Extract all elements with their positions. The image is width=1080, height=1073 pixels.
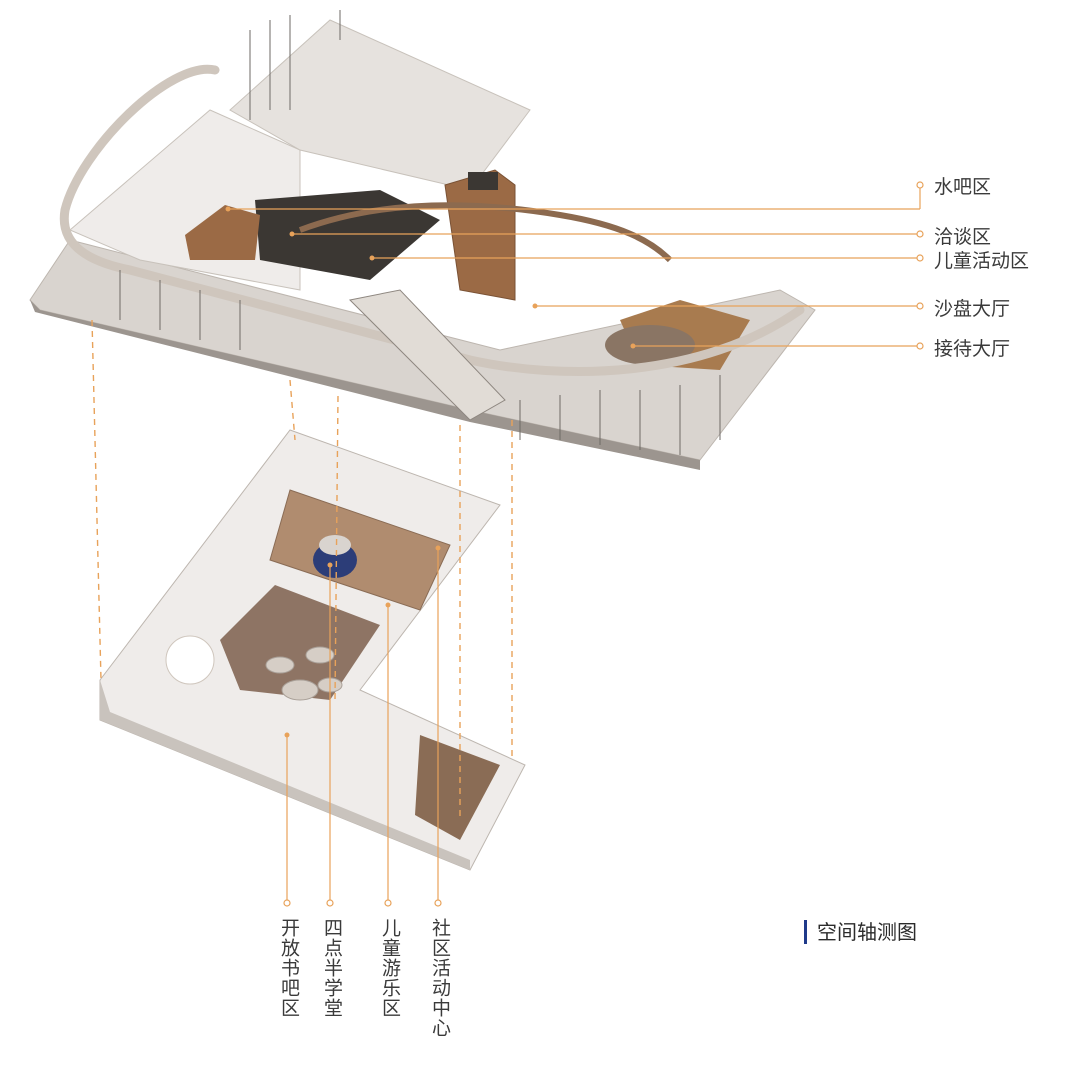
label-community-center: 社区活动中心 xyxy=(429,918,451,1038)
pipe-railing xyxy=(59,64,805,376)
leader-endpoints-lower xyxy=(284,545,441,738)
leaders-lower xyxy=(286,548,439,900)
tower-top xyxy=(468,172,498,190)
projection-lines xyxy=(91,319,513,820)
diagram-caption: 空间轴测图 xyxy=(804,920,917,944)
lower-playroom xyxy=(220,585,380,700)
lower-floor-edge xyxy=(100,680,470,870)
label-negotiation-area: 洽谈区 xyxy=(934,226,992,248)
upper-floor xyxy=(29,10,816,470)
upper-roof-slab xyxy=(229,19,531,191)
water-bar-counter xyxy=(185,205,260,260)
label-sand-table-hall: 沙盘大厅 xyxy=(934,298,1011,320)
upper-ribbon xyxy=(298,202,673,263)
label-water-bar: 水吧区 xyxy=(934,176,992,198)
leaders-upper xyxy=(228,185,921,347)
upper-floor-slab-edge xyxy=(30,300,700,470)
leader-dots-lower xyxy=(283,899,442,907)
main-staircase xyxy=(348,289,506,421)
round-table xyxy=(165,635,215,685)
label-children-activity: 儿童活动区 xyxy=(934,250,1030,272)
leader-dots-upper xyxy=(916,181,924,350)
glass-facade xyxy=(119,10,721,455)
sand-table xyxy=(605,325,695,365)
leader-endpoints-upper xyxy=(225,206,636,349)
community-corridor xyxy=(415,735,500,840)
play-rocks xyxy=(265,646,343,701)
study-pod-top xyxy=(319,535,351,555)
label-children-playground: 儿童游乐区 xyxy=(379,918,401,1018)
lower-floor xyxy=(99,429,526,871)
lower-reading-room xyxy=(269,489,451,611)
label-open-reading-bar: 开放书吧区 xyxy=(278,918,300,1018)
label-reception-hall: 接待大厅 xyxy=(934,338,1011,360)
label-after-school-class: 四点半学堂 xyxy=(321,918,343,1018)
